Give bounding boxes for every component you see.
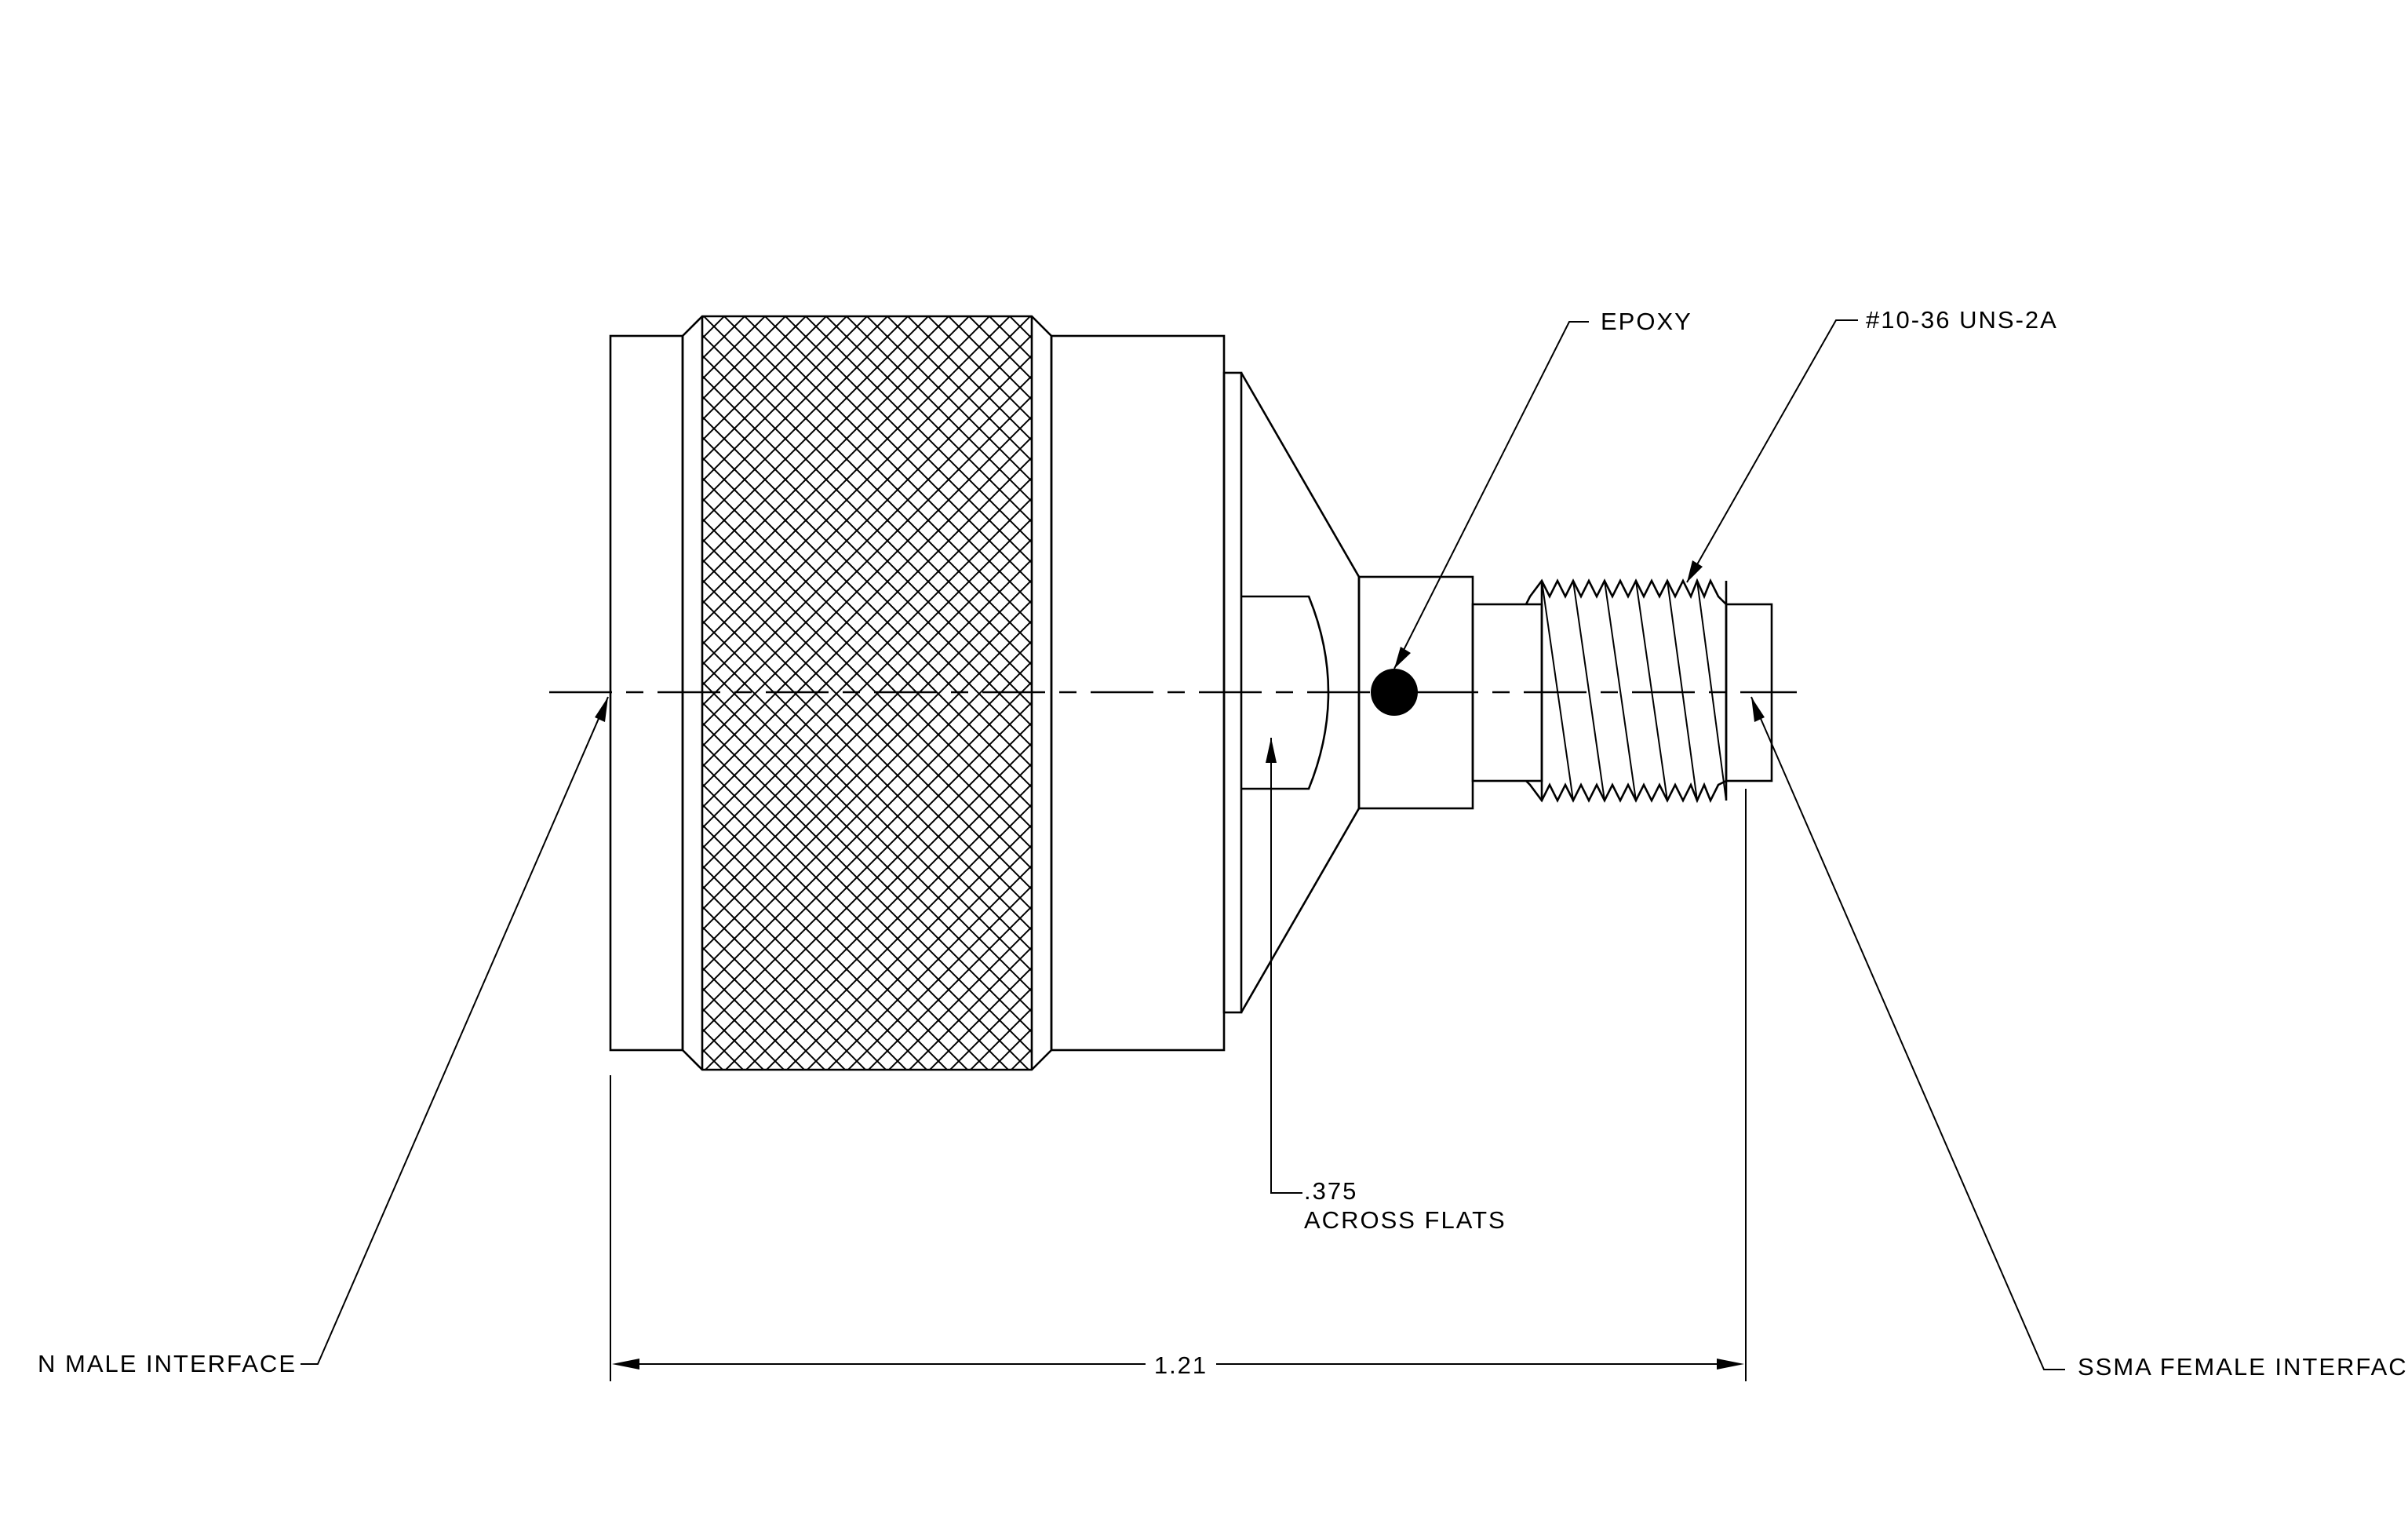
thread-helix: [1542, 581, 1726, 801]
ssma-female-leader: [1750, 696, 2065, 1370]
n-male-interface-label: N MALE INTERFACE: [38, 1350, 297, 1377]
epoxy-leader: [1393, 321, 1589, 669]
flats-leader: [1266, 738, 1302, 1194]
epoxy-label: EPOXY: [1601, 308, 1692, 335]
flats-value-label: .375: [1304, 1177, 1357, 1205]
thread-leader: [1686, 319, 1858, 583]
n-male-body: [609, 315, 1226, 1071]
flats-text-label: ACROSS FLATS: [1304, 1206, 1506, 1234]
threaded-section: [1525, 578, 1728, 804]
thread-spec-label: #10-36 UNS-2A: [1866, 306, 2058, 334]
overall-length-dimension: [610, 789, 1747, 1381]
ssma-female-interface-label: SSMA FEMALE INTERFACE: [2078, 1353, 2408, 1381]
knurled-grip: [702, 316, 1032, 1070]
overall-length-label: 1.21: [1154, 1351, 1208, 1379]
n-male-leader: [301, 696, 609, 1365]
